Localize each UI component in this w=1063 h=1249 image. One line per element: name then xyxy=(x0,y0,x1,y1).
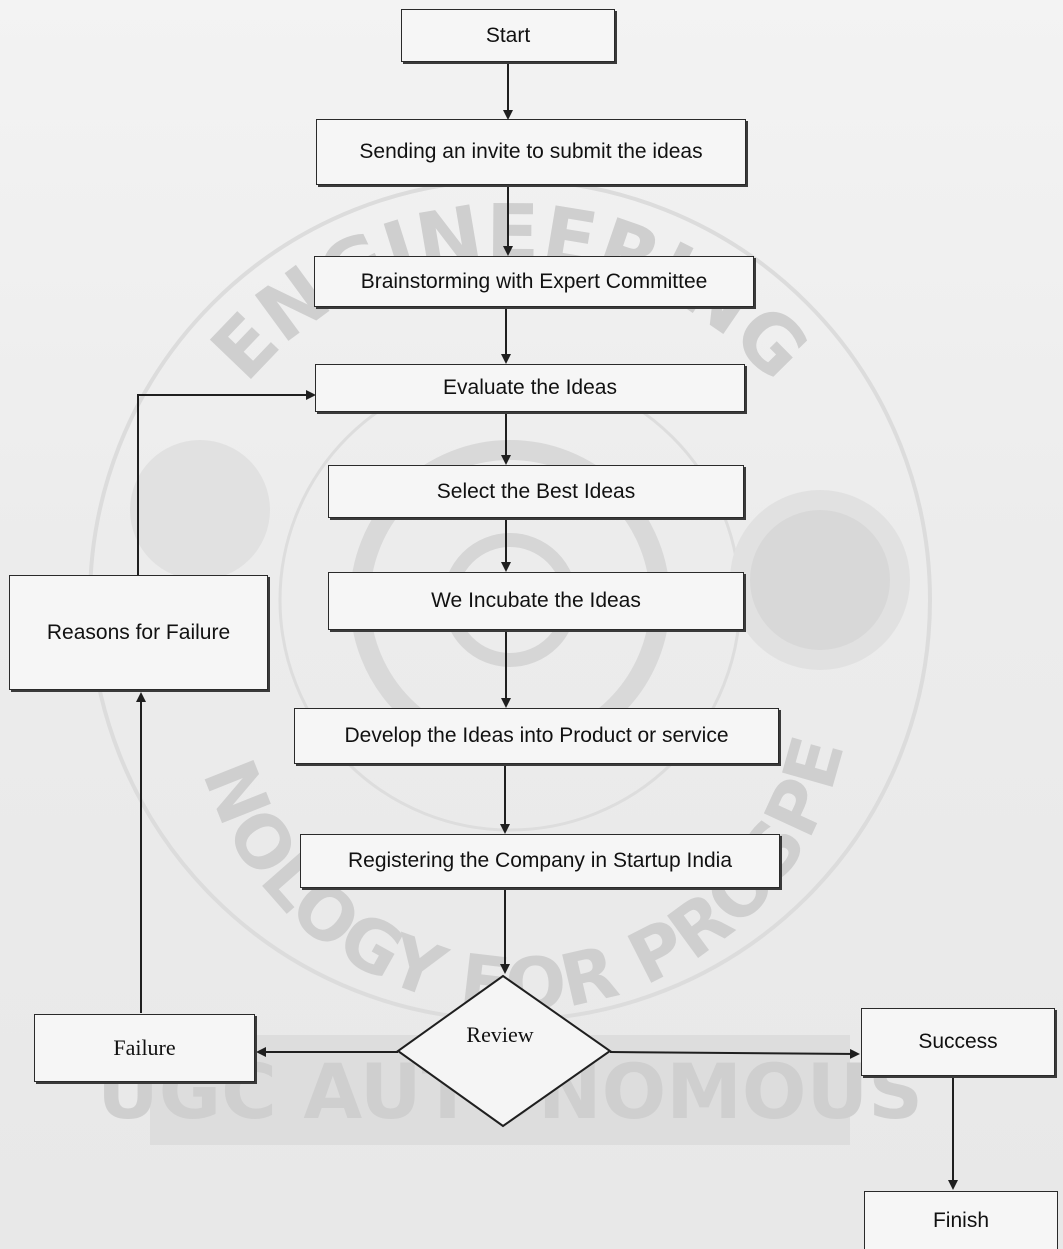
register-label: Registering the Company in Startup India xyxy=(347,849,733,872)
review-diamond xyxy=(396,974,612,1128)
arrow-review-to-success xyxy=(609,1048,860,1059)
develop-label: Develop the Ideas into Product or servic… xyxy=(344,724,729,747)
finish-label: Finish xyxy=(932,1208,990,1232)
invite-label: Sending an invite to submit the ideas xyxy=(359,140,703,163)
review-label: Review xyxy=(466,1022,534,1047)
register-box: Registering the Company in Startup India xyxy=(300,834,780,888)
develop-box: Develop the Ideas into Product or servic… xyxy=(294,708,779,764)
finish-box: Finish xyxy=(864,1191,1058,1249)
start-box: Start xyxy=(401,9,615,62)
failure-label: Failure xyxy=(113,1035,176,1060)
reasons-box: Reasons for Failure xyxy=(9,575,268,690)
evaluate-label: Evaluate the Ideas xyxy=(443,376,617,399)
incubate-label: We Incubate the Ideas xyxy=(431,589,641,612)
brainstorm-box: Brainstorming with Expert Committee xyxy=(314,256,754,307)
select-label: Select the Best Ideas xyxy=(436,479,636,503)
start-label: Start xyxy=(485,23,531,47)
success-box: Success xyxy=(861,1008,1055,1076)
failure-box: Failure xyxy=(34,1014,255,1082)
incubate-box: We Incubate the Ideas xyxy=(328,572,744,630)
success-label: Success xyxy=(918,1030,998,1053)
reasons-label: Reasons for Failure xyxy=(46,620,231,644)
invite-box: Sending an invite to submit the ideas xyxy=(316,119,746,185)
arrow-reasons-to-evaluate xyxy=(137,390,316,575)
select-box: Select the Best Ideas xyxy=(328,465,744,518)
evaluate-box: Evaluate the Ideas xyxy=(315,364,745,412)
brainstorm-label: Brainstorming with Expert Committee xyxy=(360,269,708,293)
